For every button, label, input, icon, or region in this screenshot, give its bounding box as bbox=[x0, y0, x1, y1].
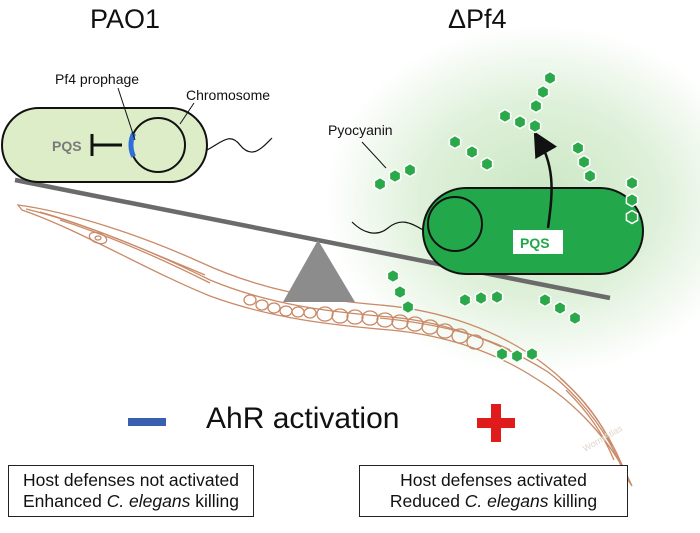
species-name-pao1: C. elegans bbox=[106, 491, 191, 511]
outcome-box-pao1: Host defenses not activated Enhanced C. … bbox=[8, 465, 254, 517]
seesaw-beam bbox=[14, 177, 611, 301]
pyocyanin-hexagon-icon bbox=[393, 284, 407, 300]
pyocyanin-hexagon-icon bbox=[498, 108, 512, 124]
pyocyanin-hexagon-icon bbox=[513, 114, 527, 130]
pf4-prophage-segment bbox=[128, 132, 136, 158]
pyocyanin-hexagon-icon bbox=[536, 84, 550, 100]
delta-pf4-cell bbox=[351, 131, 644, 275]
pyocyanin-hexagon-icon bbox=[373, 176, 387, 192]
pyocyanin-hexagon-icon bbox=[528, 118, 542, 134]
pyocyanin-hexagon-icon bbox=[625, 192, 639, 208]
chromosome-circle-right bbox=[427, 196, 483, 252]
pyocyanin-hexagon-icon bbox=[474, 290, 488, 306]
outcome-line1-pao1: Host defenses not activated bbox=[23, 470, 239, 490]
outcome-line2-pao1: Enhanced C. elegans killing bbox=[9, 491, 253, 512]
chromosome-leader bbox=[179, 102, 195, 125]
outcome-line2-delta-pf4: Reduced C. elegans killing bbox=[360, 491, 627, 512]
pyocyanin-hexagon-icon bbox=[386, 268, 400, 284]
pf4-prophage-label: Pf4 prophage bbox=[55, 71, 139, 87]
pyocyanin-hexagon-icon bbox=[458, 292, 472, 308]
pyocyanin-hexagon-icon bbox=[625, 209, 639, 225]
species-name-delta-pf4: C. elegans bbox=[464, 491, 549, 511]
pyocyanin-hexagon-icon bbox=[403, 162, 417, 178]
chromosome-label: Chromosome bbox=[186, 87, 270, 103]
pyocyanin-hexagon-icon bbox=[553, 300, 567, 316]
pyocyanin-hexagon-icon bbox=[571, 140, 585, 156]
minus-icon bbox=[128, 418, 166, 426]
seesaw-fulcrum bbox=[283, 240, 355, 302]
pqs-box-right bbox=[513, 230, 563, 254]
pyocyanin-molecules bbox=[373, 70, 639, 364]
pf4-prophage-leader bbox=[117, 87, 136, 141]
pao1-cell bbox=[1, 87, 273, 183]
pyocyanin-hexagon-icon bbox=[568, 310, 582, 326]
pyocyanin-hexagon-icon bbox=[583, 168, 597, 184]
flagellum-right bbox=[351, 221, 424, 234]
outcome-prefix-pao1: Enhanced bbox=[23, 491, 107, 511]
pyocyanin-hexagon-icon bbox=[480, 156, 494, 172]
pyocyanin-hexagon-icon bbox=[448, 134, 462, 150]
pyocyanin-hexagon-icon bbox=[538, 292, 552, 308]
plus-icon bbox=[477, 404, 515, 442]
curved-arrow-icon bbox=[533, 131, 558, 229]
pyocyanin-hexagon-icon bbox=[388, 168, 402, 184]
pyocyanin-hexagon-icon bbox=[625, 175, 639, 191]
pyocyanin-hexagon-icon bbox=[495, 346, 509, 362]
pqs-label-right: PQS bbox=[520, 235, 550, 251]
pyocyanin-leader bbox=[361, 141, 387, 169]
title-pao1: PAO1 bbox=[90, 4, 161, 34]
pyocyanin-hexagon-icon bbox=[490, 289, 504, 305]
pyocyanin-hexagon-icon bbox=[577, 154, 591, 170]
pyocyanin-hexagon-icon bbox=[465, 144, 479, 160]
ahr-activation-label: AhR activation bbox=[206, 402, 400, 435]
c-elegans-worm bbox=[16, 204, 633, 487]
inhibition-arrow-icon bbox=[90, 134, 122, 156]
title-delta-pf4: ΔPf4 bbox=[448, 4, 507, 34]
outcome-prefix-delta-pf4: Reduced bbox=[389, 491, 465, 511]
pyocyanin-hexagon-icon bbox=[525, 346, 539, 362]
outcome-suffix-delta-pf4: killing bbox=[548, 491, 598, 511]
outcome-suffix-pao1: killing bbox=[190, 491, 239, 511]
pyocyanin-hexagon-icon bbox=[543, 70, 557, 86]
pqs-label-left: PQS bbox=[52, 138, 82, 154]
outcome-box-delta-pf4: Host defenses activated Reduced C. elega… bbox=[359, 465, 628, 517]
flagellum-left bbox=[206, 137, 273, 153]
pyocyanin-hexagon-icon bbox=[510, 348, 524, 364]
outcome-line1-delta-pf4: Host defenses activated bbox=[400, 470, 587, 490]
pyocyanin-hexagon-icon bbox=[401, 299, 415, 315]
pyocyanin-label: Pyocyanin bbox=[328, 122, 393, 138]
pyocyanin-hexagon-icon bbox=[529, 98, 543, 114]
